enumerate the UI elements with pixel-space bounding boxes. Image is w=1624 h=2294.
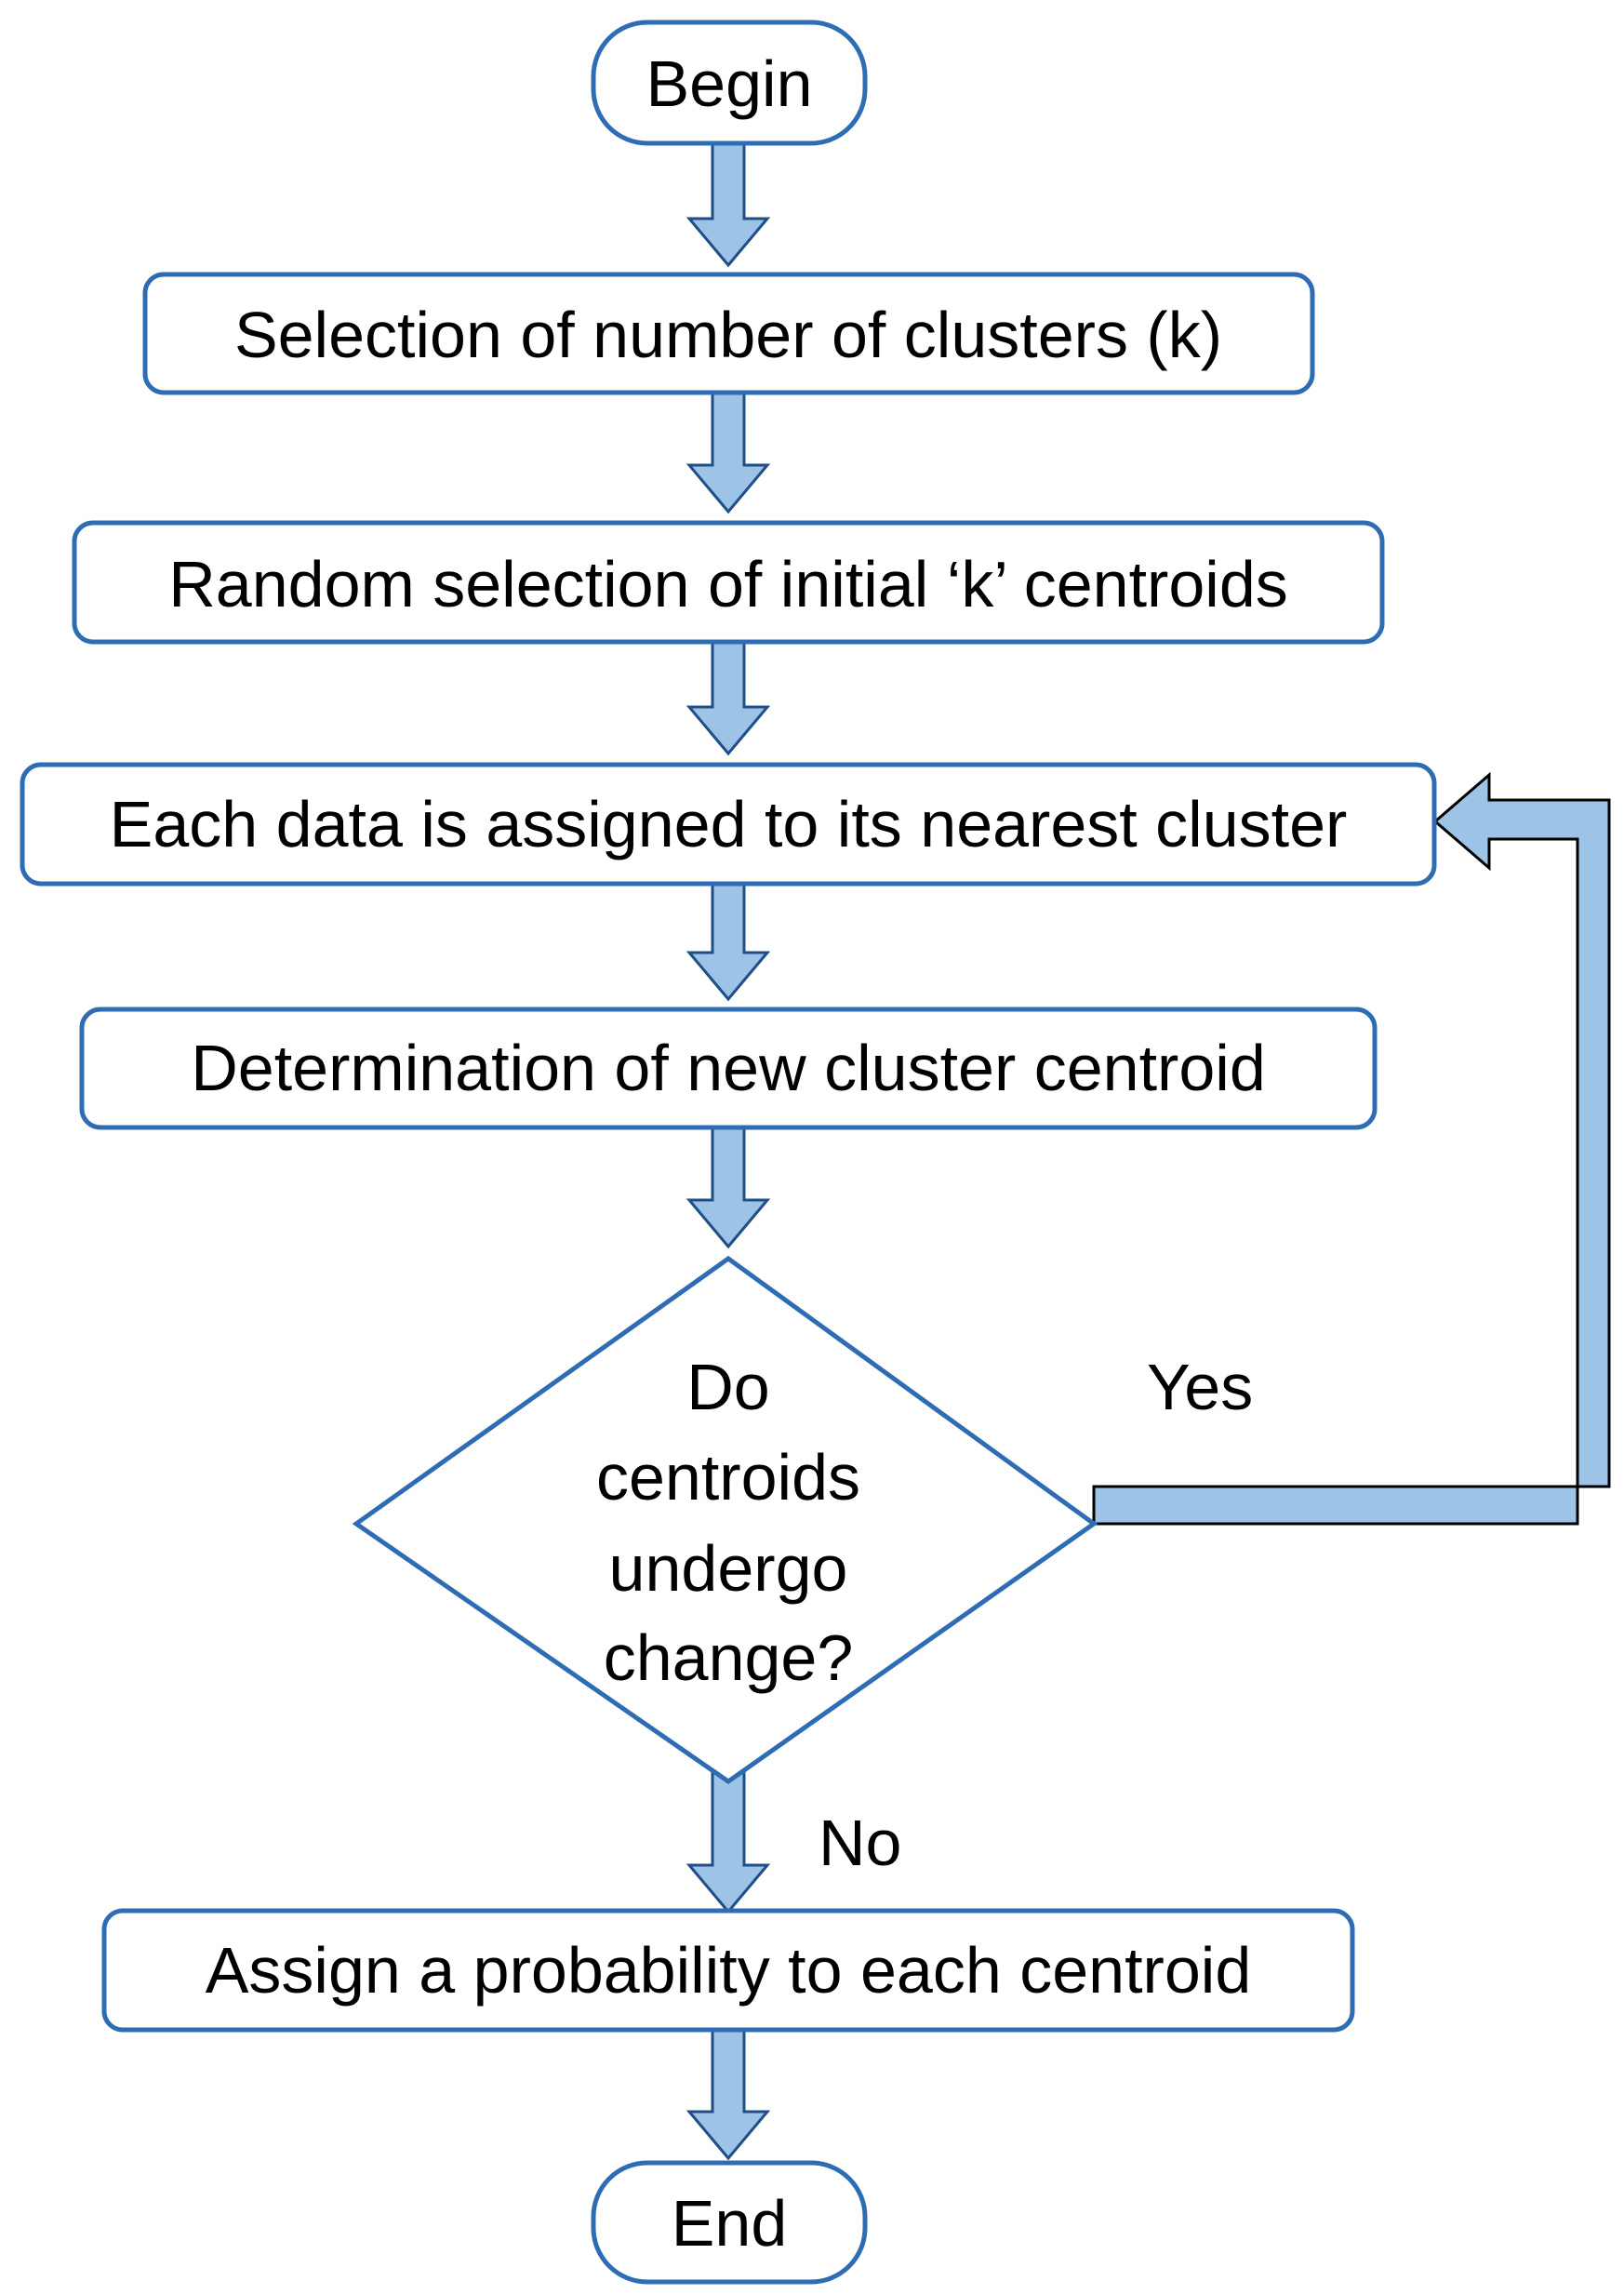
probability-label: Assign a probability to each centroid xyxy=(206,1934,1252,2007)
probability-node: Assign a probability to each centroid xyxy=(101,1908,1355,2033)
arrow-random-init-to-assign xyxy=(686,640,771,756)
yes-label: Yes xyxy=(1147,1351,1253,1423)
arrow-update-to-decision xyxy=(686,1126,771,1249)
arrow-decision-to-probability xyxy=(686,1770,771,1914)
assign-node: Each data is assigned to its nearest clu… xyxy=(20,762,1437,887)
end-node: End xyxy=(591,2160,868,2285)
decision-line-1: Do xyxy=(686,1351,769,1423)
decision-line-2: centroids xyxy=(596,1441,860,1514)
select-k-label: Selection of number of clusters (k) xyxy=(234,299,1222,371)
begin-label: Begin xyxy=(646,47,812,120)
arrow-begin-to-select-k xyxy=(686,142,771,268)
end-label: End xyxy=(672,2187,788,2260)
update-label: Determination of new cluster centroid xyxy=(191,1032,1266,1104)
arrow-assign-to-update xyxy=(686,882,771,1002)
decision-node: Do centroids undergo change? xyxy=(352,1255,1098,1785)
flow-arrows xyxy=(686,142,771,2161)
arrow-probability-to-end xyxy=(686,2028,771,2161)
no-label: No xyxy=(819,1807,901,1879)
begin-node: Begin xyxy=(591,20,868,146)
arrow-select-k-to-random-init xyxy=(686,391,771,514)
update-node: Determination of new cluster centroid xyxy=(79,1007,1378,1130)
select-k-node: Selection of number of clusters (k) xyxy=(142,272,1315,395)
yes-loop-arrow xyxy=(1092,771,1611,1526)
random-init-label: Random selection of initial ‘k’ centroid… xyxy=(168,548,1288,620)
assign-label: Each data is assigned to its nearest clu… xyxy=(110,788,1348,860)
decision-line-3: undergo xyxy=(609,1532,848,1605)
decision-line-4: change? xyxy=(604,1621,854,1694)
random-init-node: Random selection of initial ‘k’ centroid… xyxy=(72,520,1385,645)
